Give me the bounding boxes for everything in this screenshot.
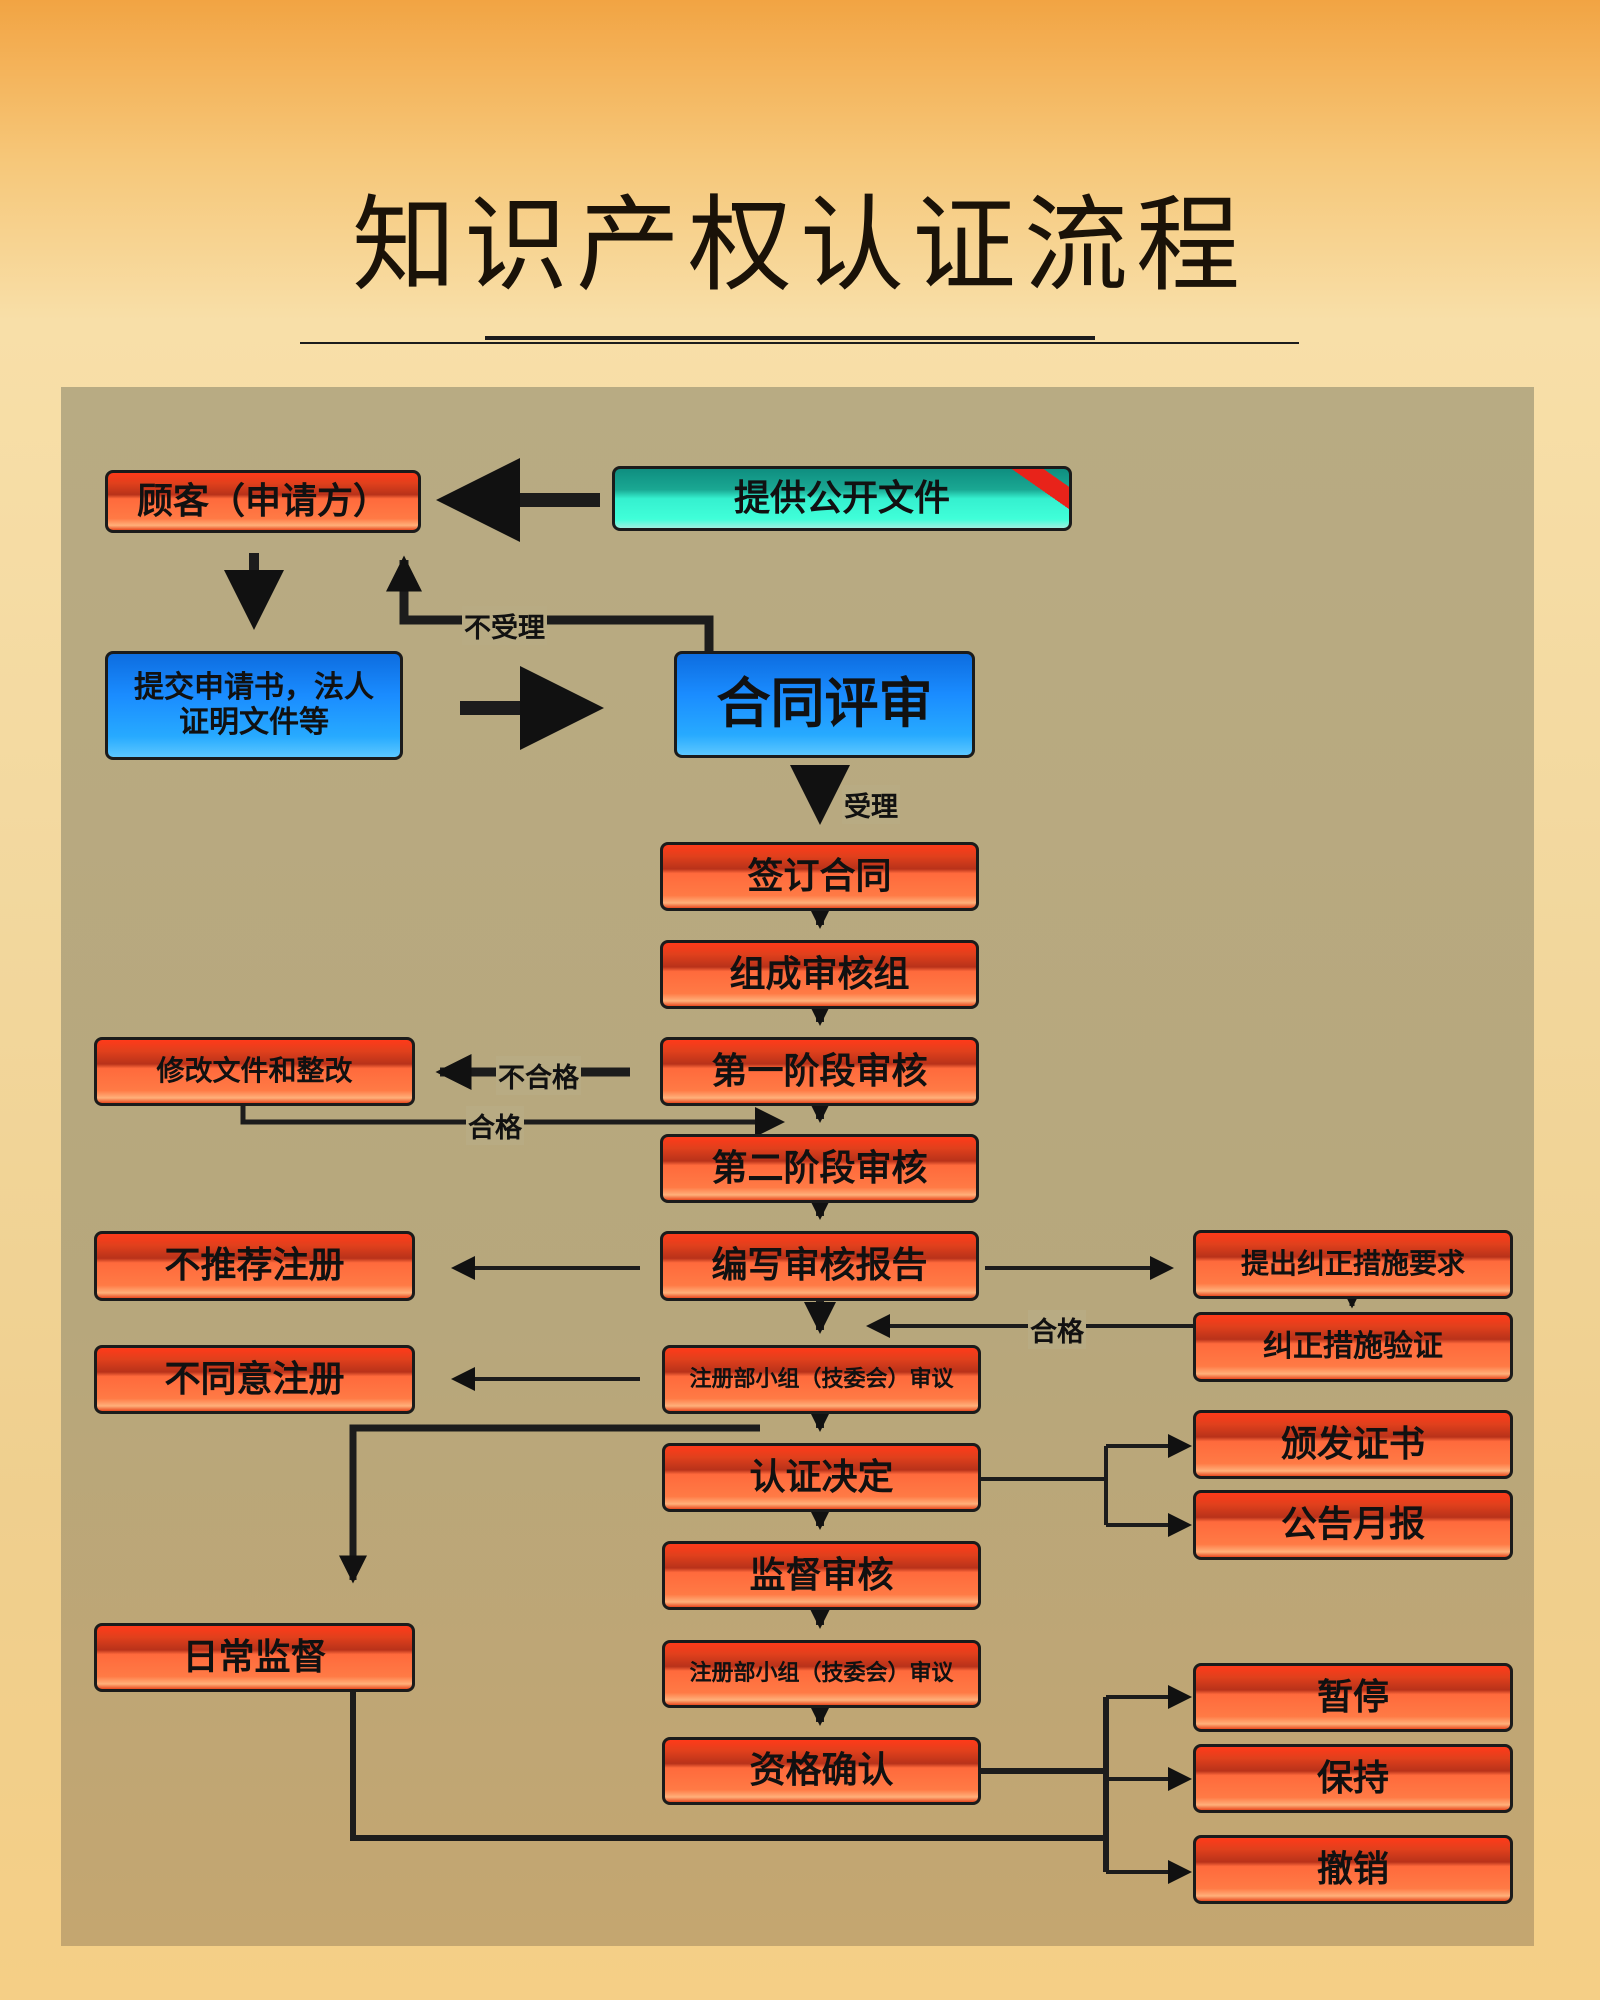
node-qualification: 资格确认: [662, 1737, 981, 1805]
arrow-to-daily: [339, 1424, 760, 1584]
node-customer: 顾客（申请方）: [105, 470, 421, 533]
node-not-recommend: 不推荐注册: [94, 1231, 415, 1301]
node-decision: 认证决定: [662, 1443, 981, 1512]
node-revoke: 撤销: [1193, 1835, 1513, 1904]
node-issue-certificate: 颁发证书: [1193, 1410, 1513, 1479]
page-title: 知识产权认证流程: [351, 184, 1248, 306]
node-supervision-audit: 监督审核: [662, 1541, 981, 1610]
node-stage2: 第二阶段审核: [660, 1134, 979, 1203]
node-public-docs: 提供公开文件: [612, 466, 1072, 531]
node-not-agree: 不同意注册: [94, 1345, 415, 1414]
arrow-pass-modify: [240, 1106, 785, 1137]
node-report: 编写审核报告: [660, 1231, 979, 1301]
node-public-docs-label: 提供公开文件: [733, 477, 950, 519]
node-keep: 保持: [1193, 1744, 1513, 1813]
label-rejected: 不受理: [462, 606, 547, 645]
node-contract-review: 合同评审: [674, 651, 975, 758]
qualification-branch: [350, 1692, 1109, 1872]
label-pass-modify: 合格: [466, 1106, 524, 1145]
node-stage1: 第一阶段审核: [660, 1037, 979, 1106]
node-committee-2: 注册部小组（技委会）审议: [662, 1640, 981, 1708]
node-modify: 修改文件和整改: [94, 1037, 415, 1106]
decision-branch: [981, 1444, 1180, 1527]
label-accepted: 受理: [842, 785, 900, 824]
node-submit: 提交申请书，法人证明文件等: [105, 651, 403, 760]
node-daily-supervision: 日常监督: [94, 1623, 415, 1692]
node-team: 组成审核组: [660, 940, 979, 1009]
node-committee-1: 注册部小组（技委会）审议: [662, 1345, 981, 1414]
arrow-rejected: [386, 555, 714, 651]
node-suspend: 暂停: [1193, 1663, 1513, 1732]
node-sign: 签订合同: [660, 842, 979, 911]
node-corrective-verify: 纠正措施验证: [1193, 1312, 1513, 1382]
label-fail: 不合格: [496, 1056, 581, 1095]
node-monthly-bulletin: 公告月报: [1193, 1490, 1513, 1560]
ribbon-icon: [999, 469, 1069, 509]
node-corrective-request: 提出纠正措施要求: [1193, 1230, 1513, 1299]
label-pass-verify: 合格: [1028, 1310, 1086, 1349]
